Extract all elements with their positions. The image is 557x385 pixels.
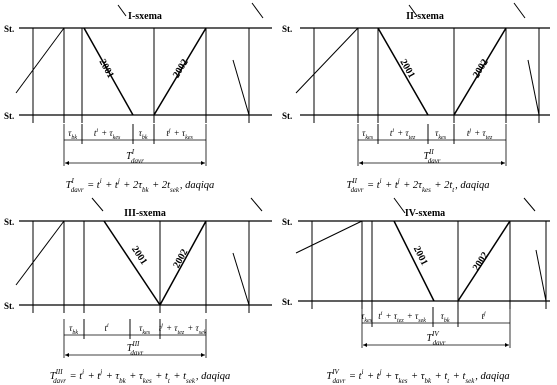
train-label-2002: 2002 [171, 57, 191, 80]
station-label-bottom: St. [4, 111, 14, 121]
scheme-title: III-sxema [124, 208, 166, 219]
station-label-bottom: St. [282, 111, 292, 121]
station-label-top: St. [282, 217, 292, 227]
train-path-next [232, 59, 250, 116]
interval-label-1: τbk [68, 128, 78, 141]
train-path-2001 [83, 27, 134, 116]
train-path-2001 [377, 27, 429, 116]
train-path-tail [523, 197, 536, 212]
train-path-next [527, 59, 540, 116]
train-path-tail [393, 197, 406, 214]
train-label-2001: 2001 [96, 57, 115, 80]
train-path-tail [117, 4, 127, 17]
interval-label-4: tj + τkes [166, 128, 193, 141]
train-label-2001: 2001 [411, 244, 430, 267]
train-path-2002 [453, 27, 507, 116]
station-label-bottom: St. [4, 301, 14, 311]
train-path-prev [15, 27, 65, 94]
train-path-2002 [159, 220, 207, 306]
station-label-top: St. [4, 217, 14, 227]
interval-label-1: τkes [361, 311, 373, 324]
train-path-next [232, 252, 250, 306]
scheme-title: IV-sxema [405, 208, 445, 219]
train-path-2002 [153, 27, 207, 116]
train-path-2001 [103, 220, 161, 306]
station-label-top: St. [282, 24, 292, 34]
scheme-title: I-sxema [128, 11, 162, 22]
interval-label-1: τbk [69, 323, 79, 336]
interval-label-4: tj + τtez [467, 128, 493, 141]
station-label-top: St. [4, 24, 14, 34]
interval-label-3: τkes [435, 128, 447, 141]
interval-label-3: τbk [139, 128, 149, 141]
interval-label-2: ti [105, 323, 110, 333]
interval-label-2: ti + τtez [390, 128, 416, 141]
interval-label-4: tj [482, 311, 487, 321]
train-path-2002 [457, 220, 511, 302]
interval-label-2: ti + τkes [94, 128, 121, 141]
train-path-tail [408, 4, 418, 17]
interval-label-3: τbk [441, 311, 451, 324]
train-path-2001 [393, 220, 435, 302]
train-label-2002: 2002 [171, 247, 190, 270]
train-path-prev [295, 27, 359, 94]
train-label-2001: 2001 [397, 57, 417, 80]
interval-label-1: τkes [362, 128, 374, 141]
train-path-tail [250, 197, 263, 212]
train-path-prev [15, 220, 65, 286]
interval-label-3: τkes [139, 323, 151, 336]
interval-label-2: ti + τtez + τsek [378, 311, 426, 324]
interval-label-4: tj + τtez + τsek [159, 323, 207, 336]
train-path-next [535, 249, 547, 302]
train-path-tail [513, 2, 526, 19]
scheme-title: II-sxema [406, 11, 444, 22]
train-path-prev [295, 220, 363, 254]
train-path-tail [251, 2, 264, 19]
train-label-2002: 2002 [471, 57, 491, 80]
station-label-bottom: St. [282, 297, 292, 307]
train-path-tail [91, 197, 104, 212]
